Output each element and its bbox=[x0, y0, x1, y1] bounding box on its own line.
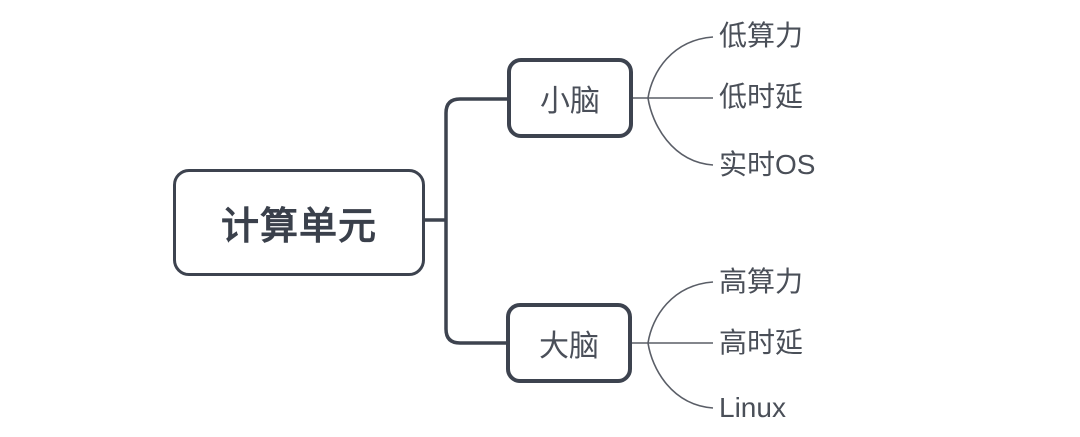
node-leaf-low-compute[interactable]: 低算力 bbox=[719, 20, 804, 51]
node-leaf-realtime-os[interactable]: 实时OS bbox=[719, 149, 816, 180]
node-branch-cerebellum[interactable]: 小脑 bbox=[507, 58, 633, 138]
leaf-connectors bbox=[632, 36, 714, 409]
trunk-connectors bbox=[425, 97, 507, 345]
leaf-line-up-bottom bbox=[647, 281, 714, 344]
node-branch-cerebrum-label: 大脑 bbox=[539, 330, 599, 363]
node-branch-cerebrum[interactable]: 大脑 bbox=[506, 303, 632, 383]
node-branch-cerebellum-label: 小脑 bbox=[540, 85, 600, 118]
leaf-line-down-top bbox=[647, 97, 714, 166]
node-leaf-linux[interactable]: Linux bbox=[719, 392, 786, 423]
node-leaf-high-compute[interactable]: 高算力 bbox=[719, 266, 804, 297]
node-leaf-low-latency[interactable]: 低时延 bbox=[719, 81, 804, 112]
node-leaf-high-latency[interactable]: 高时延 bbox=[719, 327, 804, 358]
branch-bracket-line bbox=[444, 97, 507, 345]
node-root-label: 计算单元 bbox=[220, 206, 377, 248]
leaf-line-down-bottom bbox=[647, 342, 714, 409]
node-root[interactable]: 计算单元 bbox=[173, 169, 425, 276]
leaf-line-up-top bbox=[647, 36, 714, 99]
